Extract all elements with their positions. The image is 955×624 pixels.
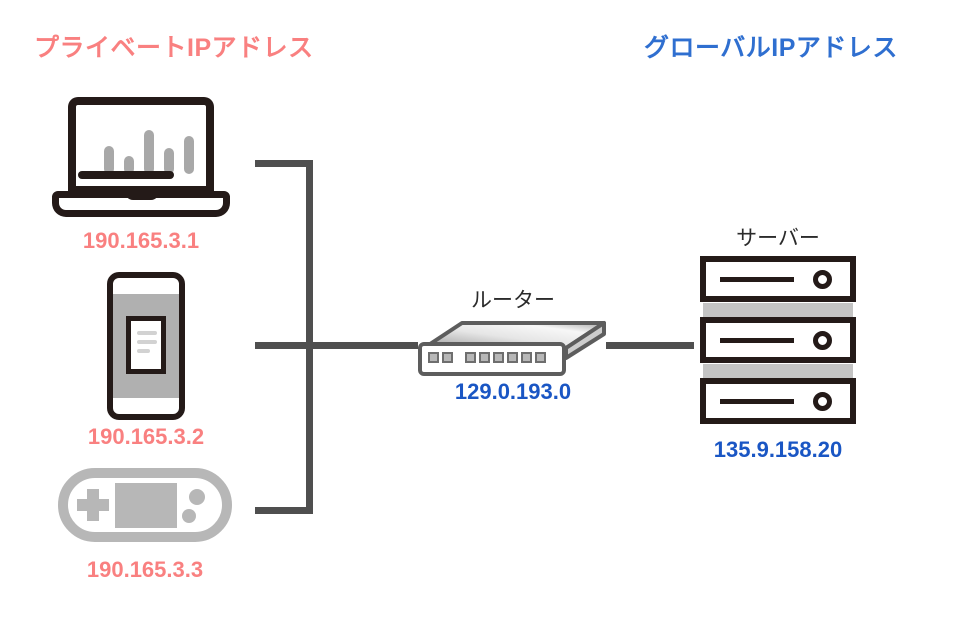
router-top-face: [422, 321, 606, 360]
laptop-hinge-notch: [125, 191, 159, 200]
server-ip-label: 135.9.158.20: [713, 437, 843, 462]
router-ip-label: 129.0.193.0: [454, 379, 572, 404]
global-zone-title: グローバルIPアドレス: [644, 34, 898, 62]
game-screen: [115, 483, 177, 528]
server-unit-line: [720, 277, 794, 282]
router-port: [428, 352, 439, 363]
handheld-game-console-icon: [58, 468, 232, 542]
document-line: [137, 340, 157, 344]
server-unit-indicator: [813, 270, 832, 289]
phone-document-card: [126, 316, 166, 374]
game-button: [182, 509, 196, 523]
chart-bar: [184, 136, 194, 174]
document-line: [137, 349, 150, 353]
laptop-ip-label: 190.165.3.1: [82, 228, 200, 253]
private-zone-title: プライベートIPアドレス: [34, 34, 314, 62]
laptop-bar-chart: [104, 122, 196, 174]
connector-trunk-vertical: [306, 160, 313, 514]
router-port: [442, 352, 453, 363]
laptop-chart-baseline: [78, 171, 174, 179]
server-divider: [703, 303, 853, 317]
router-ports: [428, 352, 549, 363]
chart-bar: [164, 148, 174, 174]
server-rack-icon: [700, 256, 856, 424]
server-unit-indicator: [813, 331, 832, 350]
game-dpad: [87, 489, 99, 521]
server-unit-line: [720, 338, 794, 343]
chart-bar: [144, 130, 154, 174]
router-port: [493, 352, 504, 363]
chart-bar: [104, 146, 114, 174]
router-port: [521, 352, 532, 363]
router-icon: [418, 320, 608, 380]
connector-router-to-server: [606, 342, 694, 349]
phone-ip-label: 190.165.3.2: [87, 424, 205, 449]
server-unit-line: [720, 399, 794, 404]
connector-trunk-to-router: [306, 342, 418, 349]
chart-bar: [124, 156, 134, 174]
smartphone-icon: [107, 272, 185, 420]
server-caption: サーバー: [736, 227, 820, 250]
router-port: [465, 352, 476, 363]
router-port: [479, 352, 490, 363]
game-ip-label: 190.165.3.3: [86, 557, 204, 582]
laptop-icon: [52, 97, 230, 222]
document-line: [137, 331, 157, 335]
router-caption: ルーター: [471, 289, 555, 312]
router-port: [507, 352, 518, 363]
server-divider: [703, 364, 853, 378]
laptop-screen: [68, 97, 214, 194]
connector-laptop-to-trunk: [255, 160, 313, 167]
connector-game-to-trunk: [255, 507, 313, 514]
game-button: [189, 489, 205, 505]
connector-phone-to-trunk: [255, 342, 313, 349]
router-port: [535, 352, 546, 363]
server-unit-indicator: [813, 392, 832, 411]
